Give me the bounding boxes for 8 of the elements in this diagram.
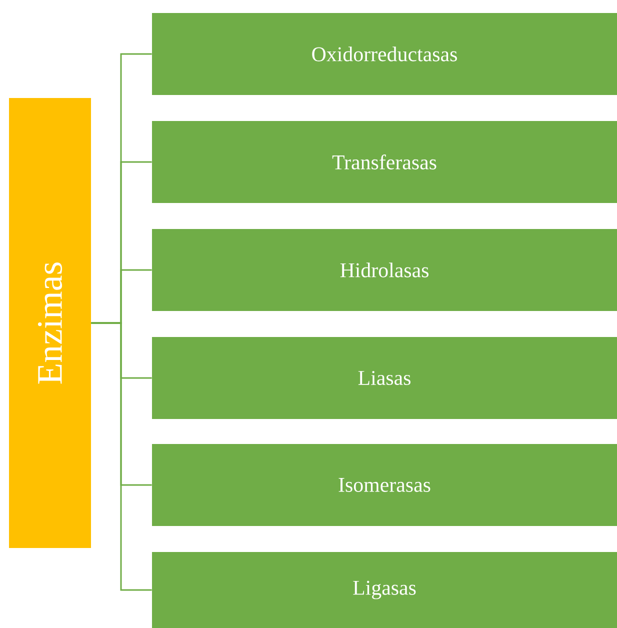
connector-line: [91, 322, 152, 591]
item-box: Hidrolasas: [152, 229, 617, 311]
item-box: Isomerasas: [152, 444, 617, 526]
item-box: Liasas: [152, 337, 617, 419]
item-box: Transferasas: [152, 121, 617, 203]
category-box: Enzimas: [9, 98, 91, 548]
item-box: Oxidorreductasas: [152, 13, 617, 95]
item-box: Ligasas: [152, 552, 617, 628]
